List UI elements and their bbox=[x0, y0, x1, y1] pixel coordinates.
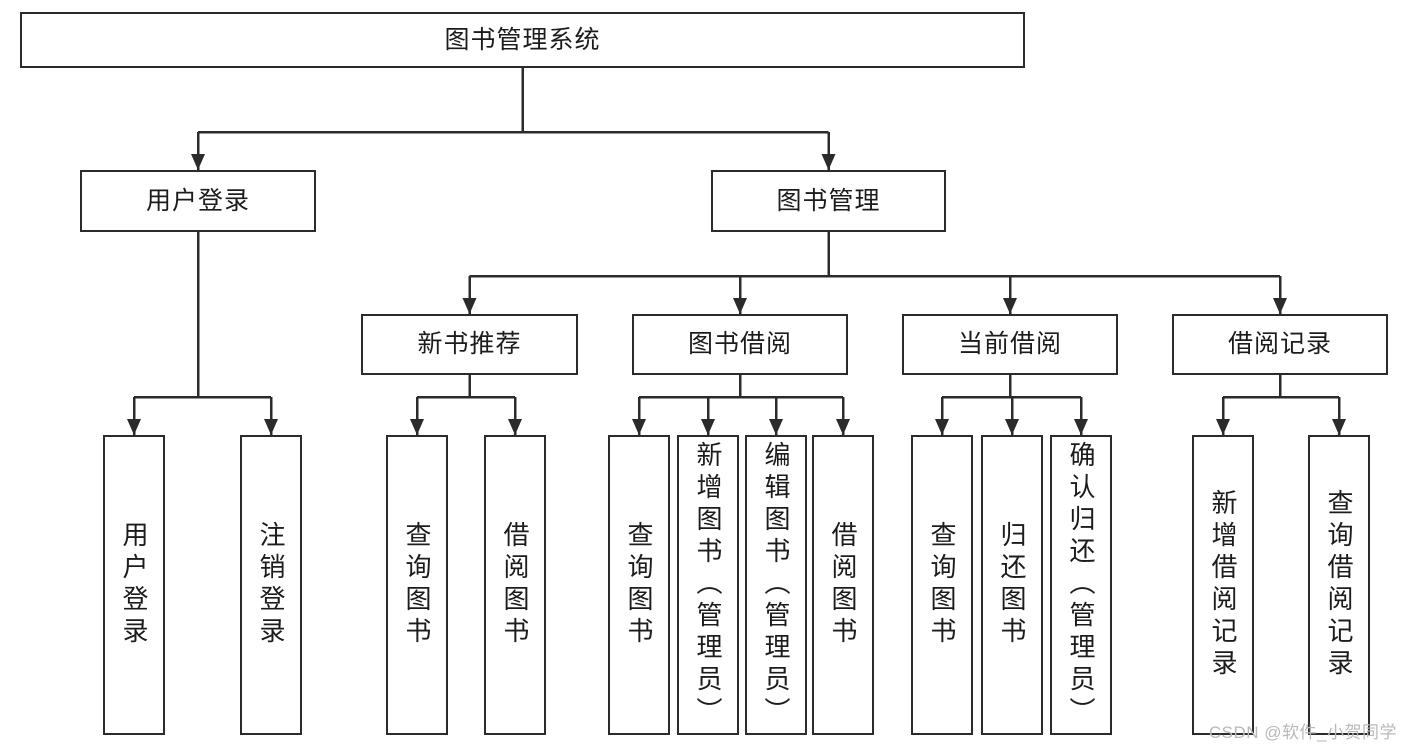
node-label: 注销登录 bbox=[256, 521, 287, 649]
node-root[interactable]: 图书管理系统 bbox=[20, 12, 1025, 68]
node-records[interactable]: 借阅记录 bbox=[1172, 314, 1388, 375]
node-label: 查询图书 bbox=[402, 521, 433, 649]
node-qrec[interactable]: 查询借阅记录 bbox=[1308, 435, 1370, 735]
node-label: 查询图书 bbox=[624, 521, 655, 649]
node-bookmgmt[interactable]: 图书管理 bbox=[711, 170, 946, 232]
node-label: 确认归还（管理员） bbox=[1066, 441, 1097, 729]
node-label: 新增图书（管理员） bbox=[693, 441, 724, 729]
node-login[interactable]: 用户登录 bbox=[80, 170, 316, 232]
node-q2[interactable]: 查询图书 bbox=[608, 435, 670, 735]
node-label: 新书推荐 bbox=[417, 330, 522, 358]
node-b2[interactable]: 借阅图书 bbox=[812, 435, 874, 735]
node-label: 查询借阅记录 bbox=[1324, 489, 1355, 681]
node-userlogin[interactable]: 用户登录 bbox=[103, 435, 165, 735]
node-label: 查询图书 bbox=[927, 521, 958, 649]
node-label: 用户登录 bbox=[119, 521, 150, 649]
node-confirm[interactable]: 确认归还（管理员） bbox=[1050, 435, 1112, 735]
node-borrow[interactable]: 图书借阅 bbox=[632, 314, 848, 375]
node-label: 用户登录 bbox=[145, 186, 250, 215]
watermark: CSDN @软件_小贺同学 bbox=[1208, 723, 1397, 742]
node-editbook[interactable]: 编辑图书（管理员） bbox=[745, 435, 807, 735]
node-label: 借阅图书 bbox=[500, 521, 531, 649]
node-label: 借阅图书 bbox=[828, 521, 859, 649]
node-q1[interactable]: 查询图书 bbox=[386, 435, 448, 735]
node-label: 新增借阅记录 bbox=[1208, 489, 1239, 681]
node-b1[interactable]: 借阅图书 bbox=[484, 435, 546, 735]
node-label: 当前借阅 bbox=[957, 330, 1062, 358]
node-logout[interactable]: 注销登录 bbox=[240, 435, 302, 735]
node-label: 图书借阅 bbox=[687, 330, 792, 358]
node-current[interactable]: 当前借阅 bbox=[902, 314, 1118, 375]
node-addrec[interactable]: 新增借阅记录 bbox=[1192, 435, 1254, 735]
node-return[interactable]: 归还图书 bbox=[981, 435, 1043, 735]
node-label: 归还图书 bbox=[997, 521, 1028, 649]
node-addbook[interactable]: 新增图书（管理员） bbox=[677, 435, 739, 735]
node-q3[interactable]: 查询图书 bbox=[911, 435, 973, 735]
node-newbook[interactable]: 新书推荐 bbox=[361, 314, 578, 375]
node-label: 编辑图书（管理员） bbox=[761, 441, 792, 729]
node-label: 图书管理 bbox=[776, 186, 881, 215]
node-label: 图书管理系统 bbox=[444, 25, 601, 54]
node-label: 借阅记录 bbox=[1227, 330, 1332, 358]
